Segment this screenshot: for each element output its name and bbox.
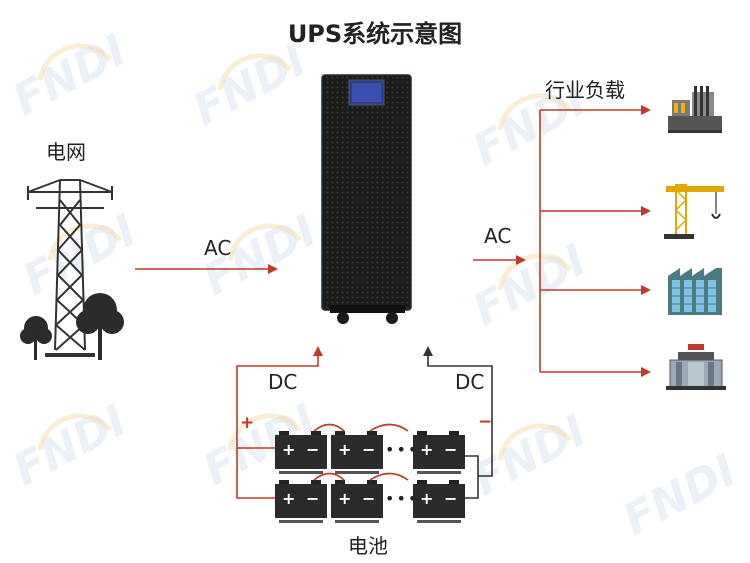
battery-icon — [331, 480, 383, 523]
battery-terminal-label: − — [362, 489, 376, 508]
battery-terminal-label: + — [420, 489, 434, 508]
battery-label: 电池 — [348, 534, 388, 558]
battery-icon — [331, 431, 383, 474]
industrial-tank-icon — [666, 344, 726, 390]
battery-terminal-label: + — [338, 440, 352, 459]
page-title: UPS系统示意图 — [287, 20, 463, 48]
battery-terminal-label: + — [282, 440, 296, 459]
battery-terminal-label: − — [306, 489, 320, 508]
battery-terminal-label: − — [444, 489, 458, 508]
ups-cabinet-icon — [321, 74, 412, 324]
ac-output-label: AC — [484, 224, 512, 248]
ac-input-label: AC — [204, 236, 232, 260]
battery-icon — [275, 431, 327, 474]
battery-series-dots: ••• — [385, 489, 420, 508]
grid-label: 电网 — [46, 140, 86, 164]
battery-terminal-label: − — [444, 440, 458, 459]
buildings-icon — [668, 268, 722, 315]
battery-terminal-label: + — [282, 489, 296, 508]
minus-sign: − — [478, 412, 493, 432]
battery-terminal-label: − — [306, 440, 320, 459]
battery-series-dots: ••• — [385, 440, 420, 459]
factory-icon — [668, 86, 722, 133]
dc-wiring — [236, 346, 493, 499]
dc-right-label: DC — [455, 370, 485, 394]
watermark-arcs — [37, 43, 572, 461]
battery-icon — [275, 480, 327, 523]
crane-icon — [664, 184, 724, 239]
battery-icon — [413, 480, 465, 523]
battery-terminal-label: + — [338, 489, 352, 508]
dc-left-label: DC — [268, 370, 298, 394]
battery-pack — [275, 423, 465, 523]
plus-sign: + — [240, 413, 255, 433]
battery-icon — [413, 431, 465, 474]
load-distribution-lines — [539, 105, 651, 377]
battery-terminal-label: + — [420, 440, 434, 459]
loads-label: 行业负载 — [545, 78, 625, 102]
battery-terminal-label: − — [362, 440, 376, 459]
tree-icon — [20, 293, 124, 360]
